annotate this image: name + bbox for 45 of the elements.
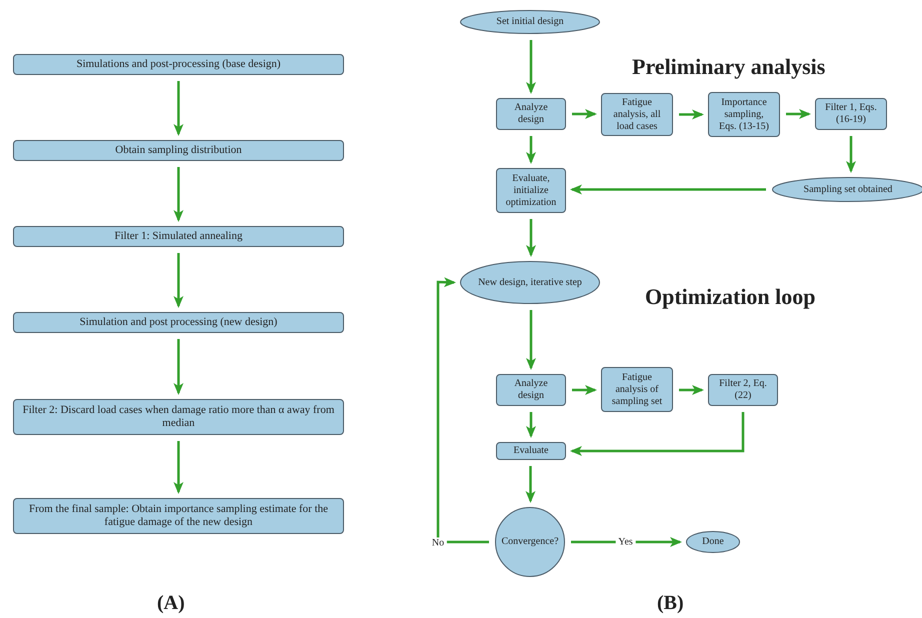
arrow: [572, 385, 597, 395]
panel-label: (B): [657, 592, 684, 615]
arrow: [174, 441, 184, 494]
arrow: [436, 277, 489, 544]
process-box: Obtain sampling distribution: [13, 140, 344, 161]
process-box: Filter 1, Eqs. (16-19): [815, 98, 887, 130]
arrow: [174, 253, 184, 308]
process-box: Fatigue analysis, all load cases: [601, 93, 673, 136]
process-box: Simulations and post-processing (base design): [13, 54, 344, 75]
arrow: [526, 310, 536, 370]
process-ellipse: New design, iterative step: [460, 261, 600, 304]
process-box: Filter 1: Simulated annealing: [13, 226, 344, 247]
arrow: [570, 184, 766, 194]
arrow: [846, 136, 856, 173]
decision-circle: Convergence?: [495, 507, 565, 577]
section-heading: Preliminary analysis: [632, 54, 826, 80]
arrow: [174, 81, 184, 136]
process-box: Importance sampling, Eqs. (13-15): [708, 92, 780, 137]
process-box: Filter 2, Eq. (22): [708, 374, 778, 406]
process-ellipse: Done: [686, 531, 740, 553]
arrow: [174, 339, 184, 395]
arrow: [679, 110, 704, 120]
arrow: [526, 466, 536, 503]
process-box: From the final sample: Obtain importance sampling estimate for the fatigue damage of the new design: [13, 498, 344, 534]
arrow: [786, 109, 811, 119]
arrow: [526, 136, 536, 164]
edge-label: Yes: [615, 536, 636, 548]
arrow: [679, 385, 704, 395]
panel-label: (A): [157, 592, 185, 615]
section-heading: Optimization loop: [645, 284, 816, 310]
arrow: [572, 109, 597, 119]
process-box: Fatigue analysis of sampling set: [601, 367, 673, 412]
arrow: [526, 412, 536, 438]
process-box: Evaluate: [496, 442, 566, 460]
arrow: [526, 219, 536, 257]
arrow: [174, 167, 184, 222]
arrow: [570, 412, 744, 456]
arrow: [526, 40, 536, 94]
process-box: Simulation and post processing (new design): [13, 312, 344, 333]
arrow: [571, 537, 682, 547]
process-ellipse: Set initial design: [460, 10, 600, 34]
process-box: Analyze design: [496, 98, 566, 130]
process-box: Analyze design: [496, 374, 566, 406]
process-box: Evaluate, initialize optimization: [496, 168, 566, 213]
process-box: Filter 2: Discard load cases when damage ratio more than α away from median: [13, 399, 344, 435]
